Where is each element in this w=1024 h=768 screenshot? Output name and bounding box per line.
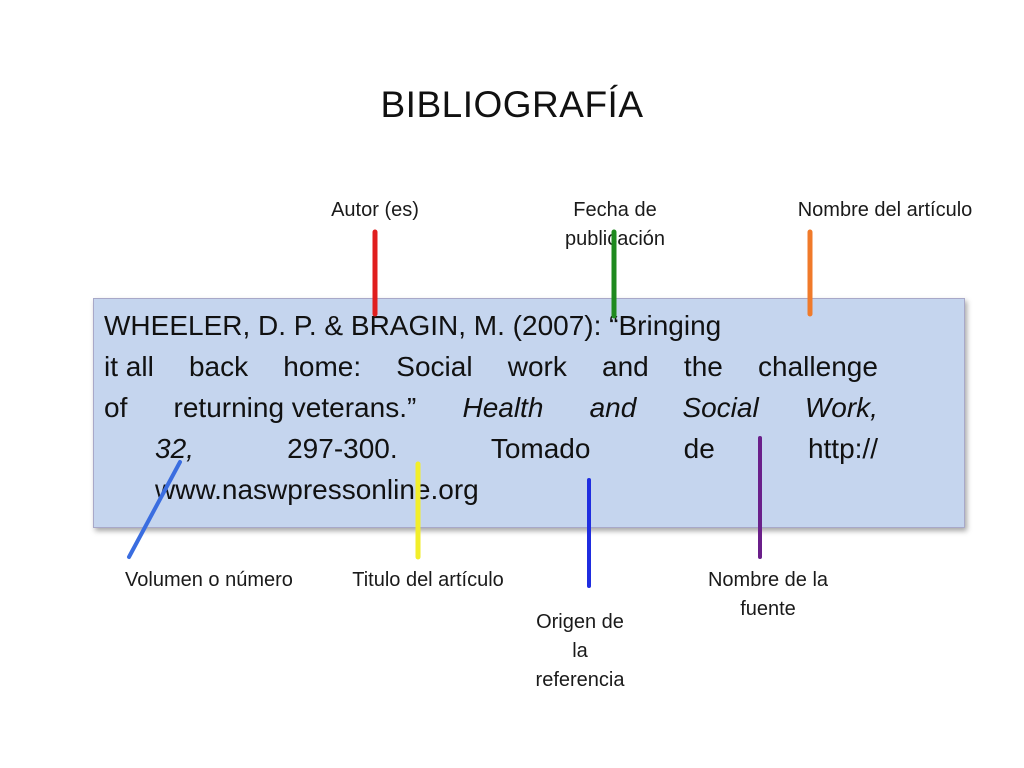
ref-word: returning veterans.”	[173, 392, 417, 423]
label-reference-origin: Origen de la referencia	[500, 608, 660, 695]
reference-line-2: it all back home: Social work and the ch…	[104, 346, 878, 387]
reference-box	[93, 298, 965, 528]
label-source-name: Nombre de la fuente	[678, 566, 858, 624]
ref-word: home:	[283, 351, 362, 382]
ref-word: Tomado	[490, 433, 591, 464]
ref-word: and	[602, 351, 649, 382]
connector-volume	[127, 460, 182, 559]
ref-word: back	[188, 351, 249, 382]
ref-word: de	[683, 433, 715, 464]
label-reference-origin-line2: la	[572, 640, 588, 662]
label-publication-date-line1: Fecha de	[573, 199, 657, 221]
reference-line-1: WHEELER, D. P. & BRAGIN, M. (2007): “Bri…	[104, 310, 722, 341]
page-title: BIBLIOGRAFÍA	[380, 84, 644, 125]
ref-word-journal: Work,	[804, 392, 878, 423]
ref-word: Social	[396, 351, 473, 382]
ref-word: the	[683, 351, 723, 382]
label-article-title: Titulo del artículo	[352, 569, 504, 591]
ref-word: http://	[807, 433, 878, 464]
ref-word-volume: 32,	[155, 433, 194, 464]
reference-line-4: 32, 297-300. Tomado de http://	[155, 428, 878, 469]
ref-word: of	[104, 392, 128, 423]
label-volume: Volumen o número	[125, 569, 293, 591]
ref-word-journal: Health	[462, 392, 544, 423]
label-source-name-line1: Nombre de la	[707, 569, 829, 591]
label-reference-origin-line1: Origen de	[536, 611, 624, 633]
reference-line-3: of returning veterans.” Health and Socia…	[104, 387, 878, 428]
ref-word: challenge	[758, 351, 878, 382]
ref-word-journal: Social	[682, 392, 759, 423]
reference-line-5: www.naswpressonline.org	[155, 474, 479, 505]
label-article-name: Nombre del artículo	[797, 199, 973, 221]
ref-word-journal: and	[589, 392, 637, 423]
label-reference-origin-line3: referencia	[535, 669, 625, 691]
ref-word: work	[507, 351, 567, 382]
label-author: Autor (es)	[331, 199, 419, 221]
ref-word: 297-300.	[287, 433, 398, 464]
ref-word: it all	[104, 351, 154, 382]
label-source-name-line2: fuente	[740, 598, 796, 620]
